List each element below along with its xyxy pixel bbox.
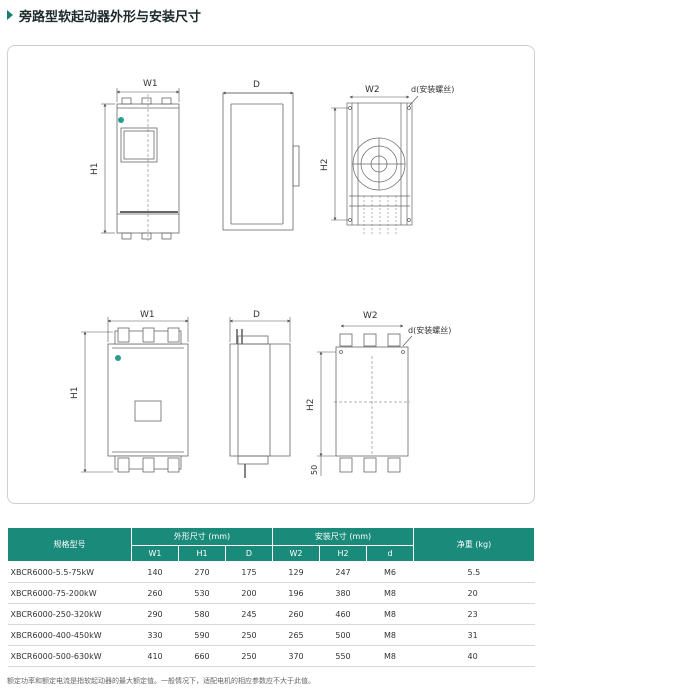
dim-d-large <box>229 317 291 342</box>
label-h1-bottom: H1 <box>70 387 80 400</box>
label-w1-bottom: W1 <box>140 310 155 320</box>
page-title: 旁路型软起动器外形与安装尺寸 <box>19 9 202 25</box>
cell-weight: 23 <box>413 603 535 625</box>
cell-d: 250 <box>225 624 273 646</box>
cell-h1: 530 <box>178 582 226 604</box>
cell-w2: 370 <box>272 645 320 667</box>
cell-hole: M8 <box>366 624 414 646</box>
cell-w2: 260 <box>272 603 320 625</box>
header-model: 规格型号 <box>7 527 132 562</box>
cell-model: XBCR6000-250-320kW <box>7 603 132 625</box>
header-d: D <box>225 545 273 562</box>
front-view-large <box>107 327 189 473</box>
header-w1: W1 <box>131 545 179 562</box>
header-h1: H1 <box>178 545 226 562</box>
header-weight: 净重 (kg) <box>413 527 535 562</box>
cell-w2: 129 <box>272 561 320 583</box>
cell-hole: M8 <box>366 645 414 667</box>
header-install-size: 安装尺寸 (mm) <box>272 527 414 546</box>
side-view-large <box>229 329 291 478</box>
triangle-bullet-icon <box>7 10 13 20</box>
table-row: XBCR6000-400-450kW 330 590 250 265 500 M… <box>7 624 535 646</box>
cell-h2: 247 <box>319 561 367 583</box>
label-dim-50: 50 <box>310 465 319 475</box>
cell-w1: 330 <box>131 624 179 646</box>
side-view-small <box>222 92 300 231</box>
cell-w1: 260 <box>131 582 179 604</box>
front-view-small <box>116 94 180 241</box>
dim-w1-small <box>101 88 180 234</box>
label-mount-hole-bottom: d(安装螺丝) <box>408 325 451 335</box>
cell-hole: M8 <box>366 603 414 625</box>
label-w2-bottom: W2 <box>363 311 378 321</box>
cell-h1: 580 <box>178 603 226 625</box>
cell-w2: 196 <box>272 582 320 604</box>
label-d-top: D <box>253 80 260 90</box>
header-outer-size: 外形尺寸 (mm) <box>131 527 273 546</box>
table-row: XBCR6000-5.5-75kW 140 270 175 129 247 M6… <box>7 561 535 583</box>
cell-h2: 460 <box>319 603 367 625</box>
dimension-drawings: W1 H1 D <box>70 79 454 478</box>
cell-model: XBCR6000-5.5-75kW <box>7 561 132 583</box>
label-h1-top: H1 <box>90 163 100 176</box>
footnote: 额定功率和额定电流是指软起动器的最大额定值。一般情况下，适配电机的相应参数应不大… <box>7 677 315 685</box>
label-w2-top: W2 <box>365 85 380 95</box>
cell-d: 200 <box>225 582 273 604</box>
label-mount-hole-top: d(安装螺丝) <box>411 84 454 94</box>
label-d-bottom: D <box>253 310 260 320</box>
cell-model: XBCR6000-400-450kW <box>7 624 132 646</box>
label-w1-top: W1 <box>143 79 158 89</box>
header-h2: H2 <box>319 545 367 562</box>
back-view-large <box>334 333 410 473</box>
cell-d: 250 <box>225 645 273 667</box>
cell-h1: 270 <box>178 561 226 583</box>
label-h2-top: H2 <box>320 159 330 172</box>
cell-weight: 40 <box>413 645 535 667</box>
table-row: XBCR6000-500-630kW 410 660 250 370 550 M… <box>7 645 535 667</box>
cell-w2: 265 <box>272 624 320 646</box>
cell-hole: M8 <box>366 582 414 604</box>
cell-h1: 590 <box>178 624 226 646</box>
cell-d: 175 <box>225 561 273 583</box>
header-hole: d <box>366 545 414 562</box>
cell-h2: 500 <box>319 624 367 646</box>
cell-w1: 290 <box>131 603 179 625</box>
dim-w2-h2-large <box>317 324 413 476</box>
table-row: XBCR6000-250-320kW 290 580 245 260 460 M… <box>7 603 535 625</box>
back-view-small <box>346 102 413 234</box>
cell-model: XBCR6000-500-630kW <box>7 645 132 667</box>
label-h2-bottom: H2 <box>306 399 316 412</box>
cell-hole: M6 <box>366 561 414 583</box>
dim-w2-h2-small <box>331 95 419 221</box>
cell-d: 245 <box>225 603 273 625</box>
cell-h1: 660 <box>178 645 226 667</box>
cell-h2: 550 <box>319 645 367 667</box>
section-title: 旁路型软起动器外形与安装尺寸 <box>7 6 202 25</box>
header-w2: W2 <box>272 545 320 562</box>
dim-w1-large <box>81 317 189 473</box>
cell-weight: 20 <box>413 582 535 604</box>
table-row: XBCR6000-75-200kW 260 530 200 196 380 M8… <box>7 582 535 604</box>
spec-table: 规格型号 外形尺寸 (mm) 安装尺寸 (mm) 净重 (kg) W1 H1 D… <box>7 527 535 667</box>
cell-w1: 410 <box>131 645 179 667</box>
cell-model: XBCR6000-75-200kW <box>7 582 132 604</box>
cell-w1: 140 <box>131 561 179 583</box>
cell-weight: 31 <box>413 624 535 646</box>
cell-weight: 5.5 <box>413 561 535 583</box>
cell-h2: 380 <box>319 582 367 604</box>
dimension-drawing-panel: W1 H1 D <box>7 45 535 504</box>
